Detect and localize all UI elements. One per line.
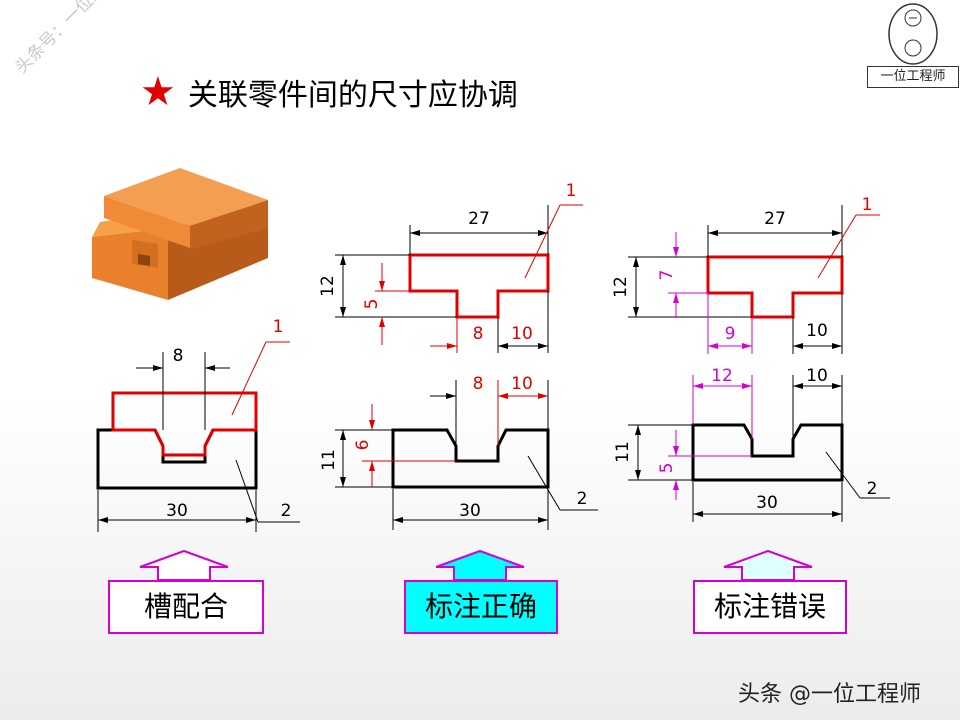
arrow-up-icon [723,549,813,581]
right-bot-height: 11 [613,441,633,463]
right-bottom-part: 12 10 11 5 30 2 [613,366,890,522]
mid-bot-depth: 6 [353,440,373,451]
mid-bot-height: 11 [319,449,339,471]
middle-top-part: 27 12 5 8 10 1 [318,181,583,353]
right-top-left: 9 [725,324,736,344]
mid-bot-right: 10 [511,374,533,394]
mid-part2-label: 2 [577,489,588,509]
middle-bottom-part: 8 10 11 6 30 2 [319,374,598,530]
mid-top-tongue: 5 [362,299,382,310]
mid-top-height: 12 [318,275,338,297]
right-top-step: 7 [657,270,677,281]
right-bot-depth: 5 [657,463,677,474]
fit-button[interactable]: 槽配合 [108,580,264,634]
right-part1-label: 1 [862,195,873,215]
left-dim-top: 8 [173,346,184,366]
right-bot-right: 10 [806,366,828,386]
left-dim-bottom: 30 [166,501,188,521]
mid-top-tongue-w: 8 [473,324,484,344]
right-top-width: 27 [764,209,786,229]
correct-annotation-button[interactable]: 标注正确 [404,580,558,634]
logo-emblem-icon [888,3,938,65]
isometric-3d-model [80,155,285,310]
mid-bot-width: 30 [459,501,481,521]
left-assembly: 8 30 1 2 [96,317,300,532]
watermark-bottom: 头条 @一位工程师 [738,682,921,707]
up-arrows [139,549,813,581]
left-part2-label: 2 [281,501,292,521]
wrong-annotation-button[interactable]: 标注错误 [693,580,847,634]
right-bot-width: 30 [756,493,778,513]
right-top-height: 12 [611,276,631,298]
logo: 一位工程师 [867,0,959,90]
right-top-right: 10 [806,321,828,341]
page-title: 关联零件间的尺寸应协调 [187,78,518,113]
right-part2-label: 2 [867,479,878,499]
mid-top-right: 10 [511,324,533,344]
right-bot-left: 12 [711,366,733,386]
title-row: ★ 关联零件间的尺寸应协调 [140,70,518,114]
right-top-part: 27 12 7 9 10 1 [611,195,880,354]
mid-bot-slot: 8 [473,374,484,394]
logo-text: 一位工程师 [867,66,959,88]
mid-part1-label: 1 [566,181,577,201]
arrow-up-icon [435,549,525,581]
left-part1-label: 1 [273,317,284,337]
star-icon: ★ [140,69,176,115]
arrow-up-icon [139,549,229,581]
mid-top-width: 27 [468,209,490,229]
